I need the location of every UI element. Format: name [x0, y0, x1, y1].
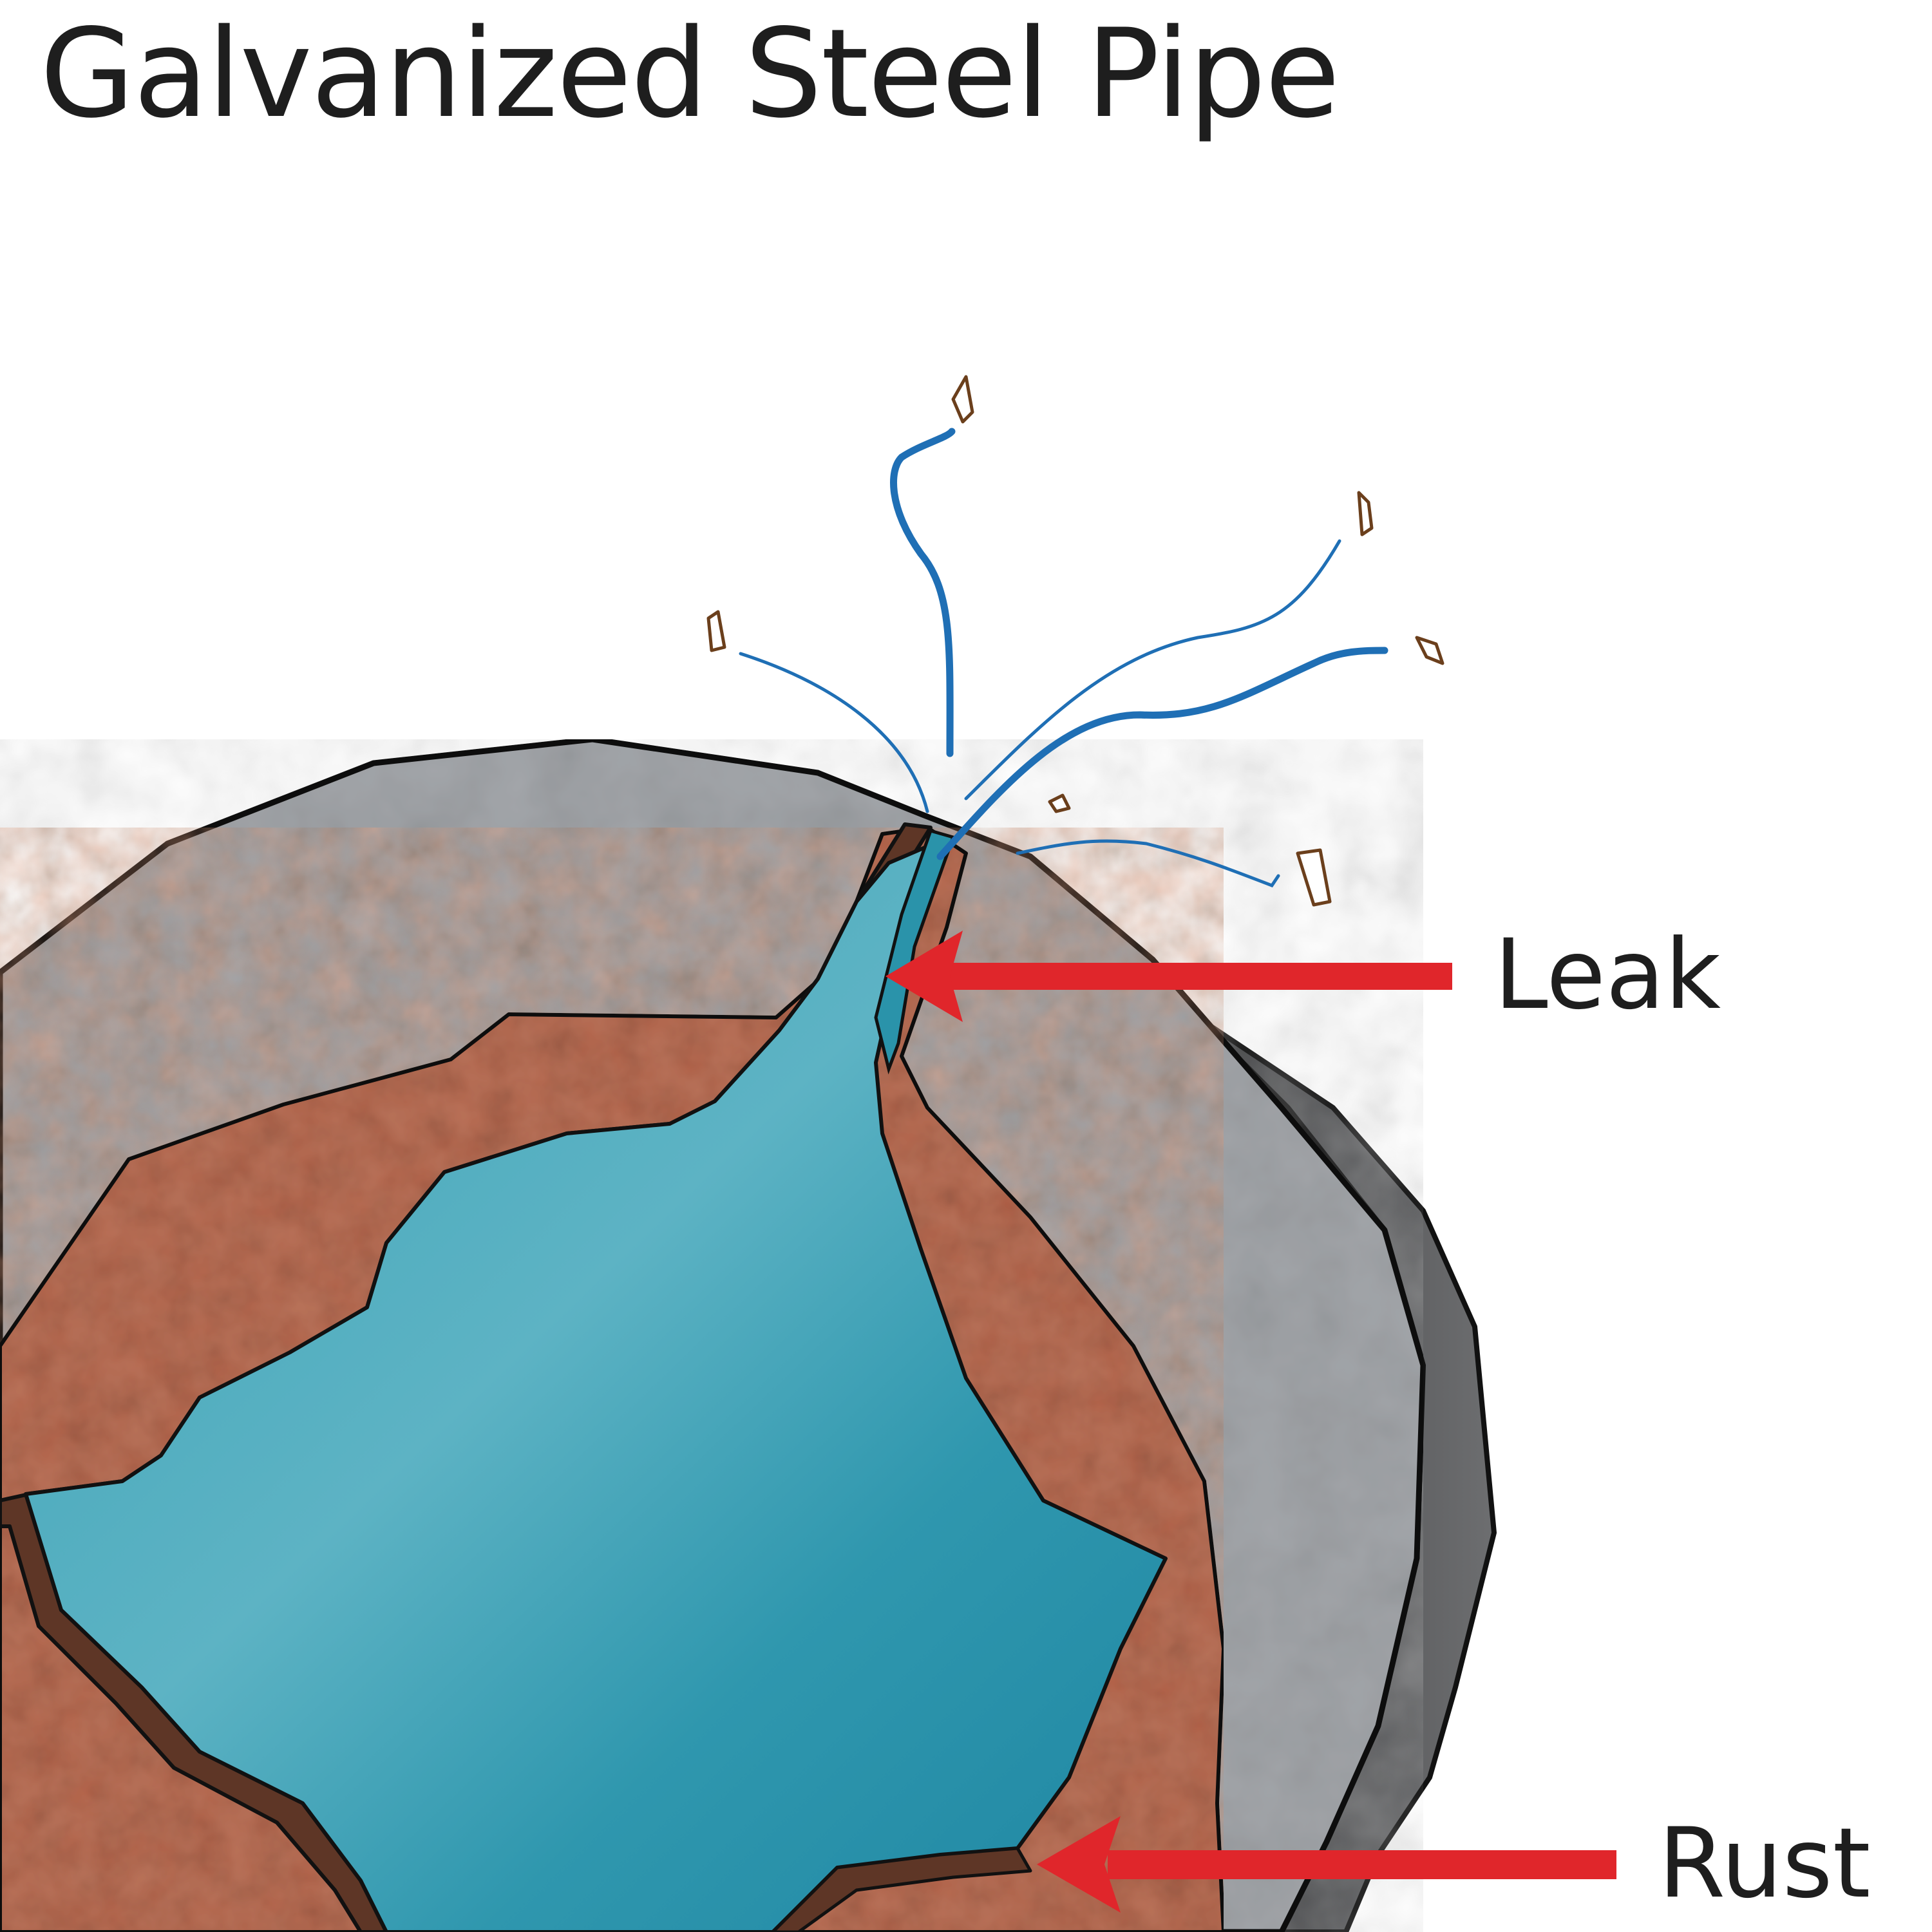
debris-flake-6	[1296, 848, 1332, 907]
spray-line-4	[936, 647, 1388, 860]
spray-line-5	[1016, 839, 1280, 888]
leak-label: Leak	[1494, 919, 1721, 1031]
rust-arrow-head	[1037, 1816, 1121, 1913]
debris-flake-1	[951, 375, 974, 424]
water-spray	[739, 428, 1388, 888]
debris-flake-3	[1357, 491, 1374, 536]
rust-label: Rust	[1658, 1808, 1871, 1920]
rust-arrow	[1037, 1816, 1616, 1913]
leak-arrow-shaft	[947, 963, 1452, 990]
debris-flake-5	[1048, 793, 1071, 813]
spray-line-3	[964, 539, 1341, 800]
leak-stream	[874, 828, 956, 1075]
leak-arrow	[886, 931, 1452, 1022]
spray-line-2	[739, 652, 929, 813]
leak-arrow-head	[886, 931, 963, 1022]
diagram-title: Galvanized Steel Pipe	[40, 3, 1340, 145]
debris-flake-2	[706, 610, 726, 652]
rust-bottom-edge	[771, 1846, 1032, 1932]
spray-line-1	[890, 428, 956, 757]
rust-debris	[706, 375, 1444, 907]
water	[24, 842, 1168, 1932]
rust-arrow-shaft	[1108, 1850, 1616, 1879]
debris-flake-4	[1415, 636, 1444, 665]
